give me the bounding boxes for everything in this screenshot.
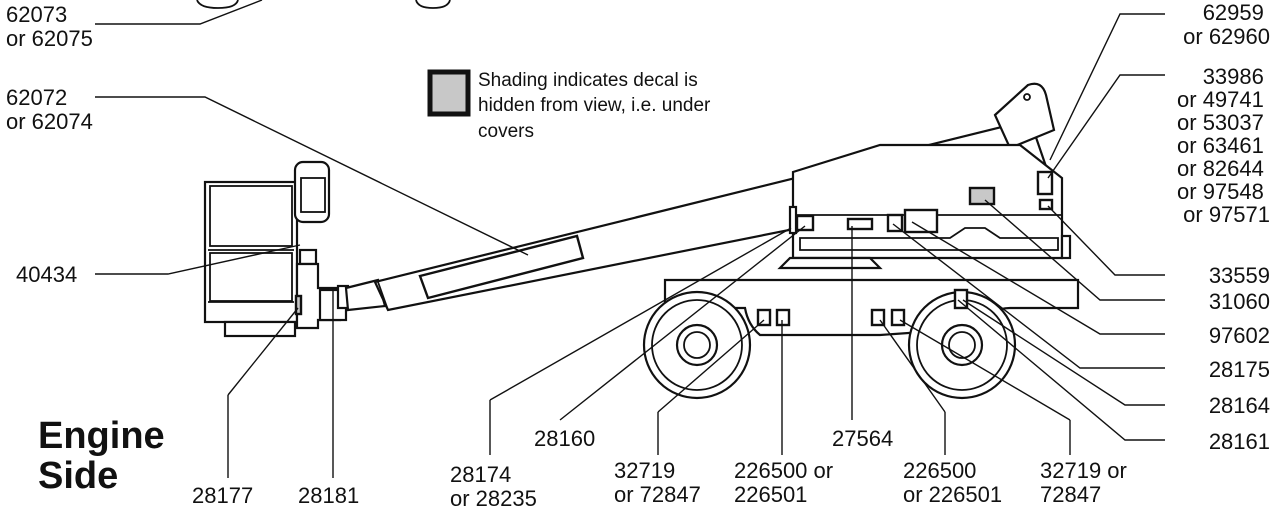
legend: Shading indicates decal is hidden from v… (427, 69, 711, 142)
label-226500a: 226500 or 226501 (734, 458, 839, 507)
label-28164: 28164 (1209, 393, 1270, 418)
legend-line-3: covers (478, 121, 534, 142)
part-labels: 62073 or 62075 62072 or 62074 40434 2817… (6, 0, 1270, 509)
label-33986: 33986 or 49741 or 53037 or 63461 or 8264… (1177, 64, 1270, 227)
wheel-left (642, 290, 752, 400)
machine-drawing (196, 0, 1080, 400)
label-33559: 33559 (1209, 263, 1270, 288)
label-28161: 28161 (1209, 429, 1270, 454)
label-62959: 62959 or 62960 (1183, 0, 1270, 49)
label-62073: 62073 or 62075 (6, 2, 93, 51)
label-62072: 62072 or 62074 (6, 85, 93, 134)
legend-swatch (427, 69, 471, 117)
label-40434: 40434 (16, 262, 77, 287)
title-line-2: Side (38, 455, 118, 497)
label-32719b: 32719 or 72847 (1040, 458, 1133, 507)
label-31060: 31060 (1209, 289, 1270, 314)
label-28160: 28160 (534, 426, 595, 451)
leader-lines (95, 0, 1165, 478)
label-28175: 28175 (1209, 357, 1270, 382)
label-28174: 28174 or 28235 (450, 462, 537, 509)
label-27564: 27564 (832, 426, 893, 451)
legend-line-1: Shading indicates decal is (478, 70, 698, 91)
legend-line-2: hidden from view, i.e. under (478, 95, 711, 116)
label-28181: 28181 (298, 483, 359, 508)
label-28177: 28177 (192, 483, 253, 508)
title-line-1: Engine (38, 415, 165, 457)
label-97602: 97602 (1209, 323, 1270, 348)
label-226500b: 226500 or 226501 (903, 458, 1002, 507)
label-32719a: 32719 or 72847 (614, 458, 701, 507)
